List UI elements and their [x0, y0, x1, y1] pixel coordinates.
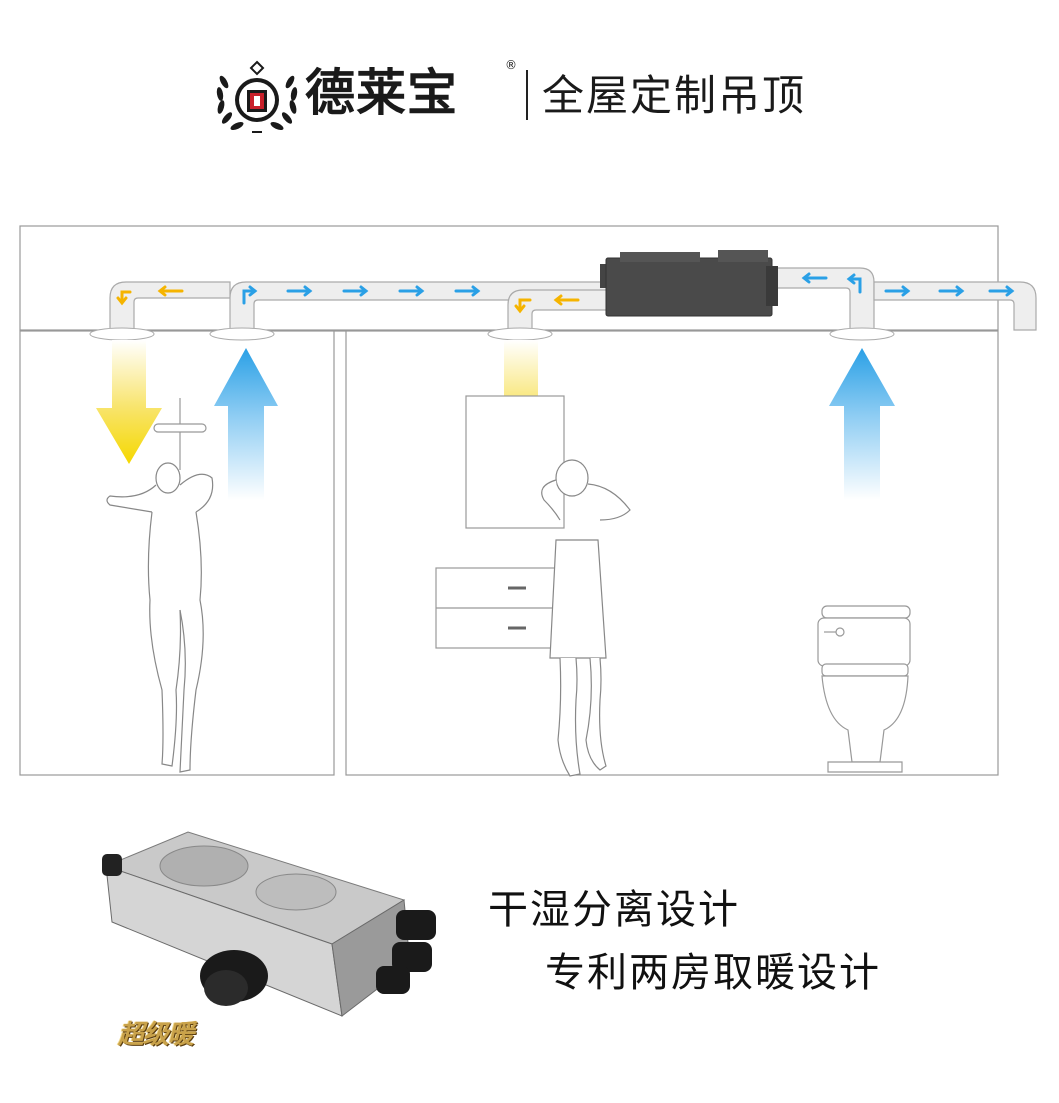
shower-fixture-icon — [153, 398, 207, 470]
duct-network — [109, 267, 1037, 331]
brand-tagline: 全屋定制吊顶 — [542, 71, 807, 120]
fresh-air-arrow — [829, 348, 895, 500]
heater-unit-icon — [600, 250, 778, 317]
header-divider — [526, 70, 528, 120]
registered-mark: ® — [505, 58, 517, 72]
warm-air-arrow — [96, 340, 162, 464]
heater-product-image — [102, 831, 436, 1017]
product-badge-label: 超级暖 — [118, 1020, 194, 1050]
feature-line-1: 干湿分离设计 — [488, 887, 740, 933]
header: 德莱宝 ® 全屋定制吊顶 — [0, 50, 1059, 133]
person-showering-icon — [106, 462, 214, 773]
feature-line-2: 专利两房取暖设计 — [545, 950, 881, 996]
fresh-air-arrow — [214, 348, 278, 500]
brand-name: 德莱宝 — [305, 64, 458, 122]
person-with-towel-icon — [541, 459, 631, 777]
brand-logo-icon — [216, 60, 298, 133]
toilet-icon — [817, 605, 911, 773]
mirror-icon — [465, 395, 565, 529]
ceiling-vents — [89, 327, 895, 341]
vanity-cabinet-icon — [435, 567, 561, 649]
duct-flow-arrows — [116, 272, 1015, 314]
